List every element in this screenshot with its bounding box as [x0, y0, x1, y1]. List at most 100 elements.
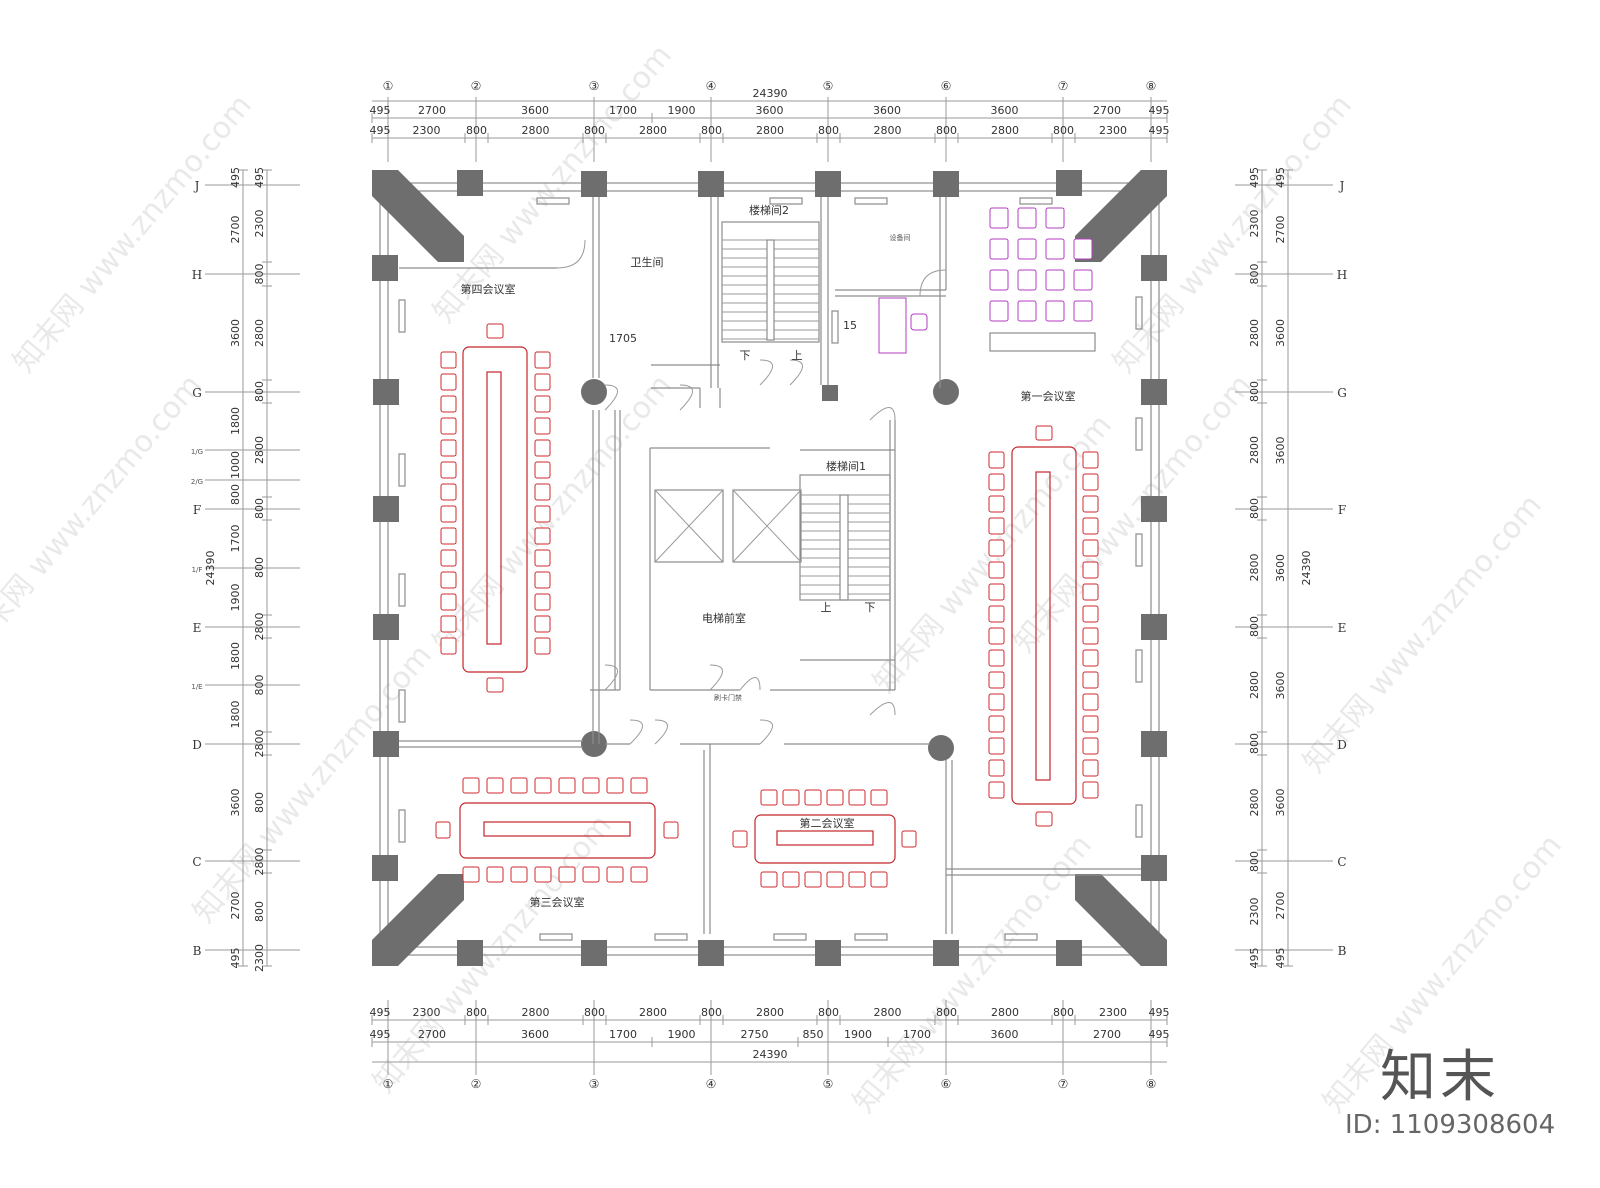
column: [457, 170, 483, 196]
chair: [534, 439, 551, 457]
window: [854, 933, 888, 941]
dim-bottom-2-value: 1700: [903, 1028, 931, 1041]
column: [1141, 255, 1167, 281]
dim-left-outer-value: 800: [229, 484, 242, 505]
door-swing: [629, 719, 643, 745]
chair: [1082, 649, 1099, 667]
watermark-text: 知末网 www.znzmo.com: [0, 368, 209, 659]
dim-top-2-value: 495: [370, 124, 391, 137]
dim-left-inner-value: 2800: [253, 319, 266, 347]
dim-left-outer-value: 3600: [229, 789, 242, 817]
chair: [534, 637, 551, 655]
total-dim-right: 24390: [1300, 551, 1313, 586]
table-inner: [483, 821, 631, 837]
counter: [989, 332, 1096, 352]
dim-right-inner-value: 800: [1248, 381, 1261, 402]
stair-outline: [799, 474, 891, 601]
column: [373, 731, 399, 757]
dim-top-2-value: 800: [466, 124, 487, 137]
dim-left-outer-value: 1700: [229, 525, 242, 553]
door-swing: [556, 239, 586, 269]
inner-wall: [387, 190, 1152, 948]
dim-right-outer-value: 2700: [1274, 216, 1287, 244]
label-up: 上: [792, 349, 803, 362]
axis-right-label: B: [1338, 944, 1347, 958]
axis-left-label: E: [193, 621, 202, 635]
dim-bottom-2-value: 1900: [668, 1028, 696, 1041]
axis-top-label: ②: [471, 79, 482, 93]
door-swing: [759, 359, 773, 386]
column: [457, 940, 483, 966]
dim-top-1-value: 1900: [668, 104, 696, 117]
chair: [440, 593, 457, 611]
dim-right-inner-value: 800: [1248, 264, 1261, 285]
dim-left-inner-value: 800: [253, 557, 266, 578]
chair: [534, 866, 552, 883]
axis-top-label: ①: [383, 79, 394, 93]
dim-bottom-2-value: 3600: [521, 1028, 549, 1041]
chair: [440, 637, 457, 655]
dim-left-inner-value: 800: [253, 381, 266, 402]
dim-top-2-value: 2800: [991, 124, 1019, 137]
chair: [988, 759, 1005, 777]
table-conference-3: [459, 802, 656, 859]
column: [933, 171, 959, 197]
label-restroom: 卫生间: [631, 255, 664, 269]
chair: [510, 777, 528, 794]
dim-top-2-value: 2800: [874, 124, 902, 137]
dim-top-2-value: 2300: [1099, 124, 1127, 137]
chair: [988, 473, 1005, 491]
window: [539, 933, 573, 941]
dim-left-inner-value: 2800: [253, 730, 266, 758]
chair: [558, 777, 576, 794]
dim-right-outer-value: 3600: [1274, 554, 1287, 582]
dim-bottom-2-value: 850: [803, 1028, 824, 1041]
column: [933, 940, 959, 966]
window: [398, 299, 406, 333]
axis-right-label: F: [1338, 503, 1346, 517]
axis-left-label: B: [193, 944, 202, 958]
chair: [1035, 425, 1053, 441]
column: [372, 255, 398, 281]
chair: [534, 527, 551, 545]
chair: [1082, 539, 1099, 557]
axis-right-label: C: [1337, 855, 1346, 869]
chair: [440, 549, 457, 567]
round-column: [581, 731, 607, 757]
stair-outline: [721, 221, 820, 343]
chair: [870, 789, 888, 806]
dim-top-1-value: 3600: [756, 104, 784, 117]
window: [398, 573, 406, 607]
window: [769, 197, 803, 205]
column: [581, 940, 607, 966]
brand-logo: 知末: [1380, 1045, 1500, 1110]
dim-left-inner-value: 800: [253, 264, 266, 285]
dim-left-inner-value: 800: [253, 675, 266, 696]
chair: [804, 789, 822, 806]
column: [373, 614, 399, 640]
chair: [534, 373, 551, 391]
dim-top-1-value: 3600: [991, 104, 1019, 117]
chair: [988, 495, 1005, 513]
dim-left-outer-value: 2700: [229, 216, 242, 244]
chair: [534, 615, 551, 633]
chair: [440, 351, 457, 369]
chair: [988, 715, 1005, 733]
dim-right-inner-value: 2800: [1248, 671, 1261, 699]
axis-top-label: ④: [706, 79, 717, 93]
chair: [1073, 238, 1093, 260]
axis-left-label: C: [192, 855, 201, 869]
round-column: [928, 735, 954, 761]
dim-bottom-1-value: 495: [370, 1006, 391, 1019]
chair: [534, 483, 551, 501]
chair: [1082, 517, 1099, 535]
chair: [848, 789, 866, 806]
window: [1135, 533, 1143, 567]
door-swing: [739, 677, 761, 691]
window: [1135, 649, 1143, 683]
total-dim-left: 24390: [204, 551, 217, 586]
axis-right-label: E: [1338, 621, 1347, 635]
chair: [534, 593, 551, 611]
stair-2: [721, 221, 820, 343]
dim-bottom-2-value: 495: [1149, 1028, 1170, 1041]
